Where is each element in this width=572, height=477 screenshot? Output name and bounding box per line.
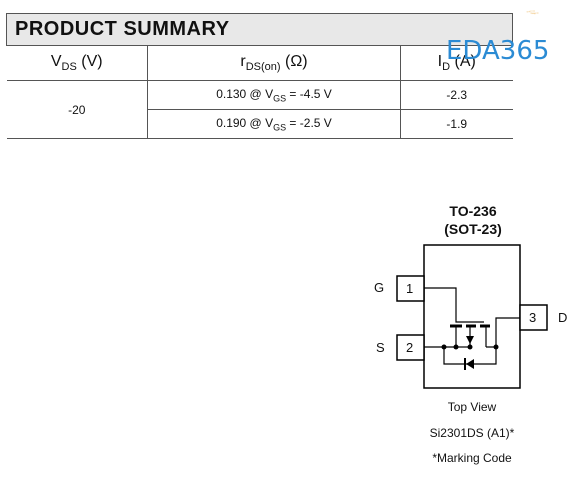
pin-3-number: 3: [529, 310, 537, 325]
header-id: ID (A): [399, 45, 513, 81]
marking-note: *Marking Code: [432, 451, 512, 465]
part-marking: Si2301DS (A1)*: [429, 426, 515, 440]
header-rds-on: rDS(on) (Ω): [147, 45, 401, 81]
id-value: -1.9: [399, 109, 513, 139]
product-summary-table: PRODUCT SUMMARY VDS (V) rDS(on) (Ω) ID (…: [5, 13, 514, 139]
watermark-text: EDA365: [446, 36, 550, 66]
package-name: TO-236: [449, 203, 497, 219]
package-title: TO-236 (SOT-23): [408, 202, 538, 238]
rds-value: 0.130 @ VGS = -4.5 V: [147, 80, 401, 110]
pin-1-pad: [396, 275, 425, 302]
package-alt-name: (SOT-23): [444, 221, 502, 237]
gate-label: G: [374, 280, 385, 295]
mosfet-symbol: [424, 287, 520, 365]
eda365-logo: [526, 10, 539, 15]
table-row: 0.190 @ VGS = -2.5 V -1.9: [7, 109, 513, 139]
view-label: Top View: [447, 400, 497, 414]
id-value: -2.3: [399, 80, 513, 110]
drain-label: D: [558, 310, 568, 325]
pin-1-number: 1: [406, 281, 414, 296]
source-label: S: [376, 340, 385, 355]
table-title: PRODUCT SUMMARY: [5, 13, 514, 46]
vds-value: -20: [6, 80, 148, 139]
pin-3-pad: [519, 304, 548, 331]
table-row: -20 0.130 @ VGS = -4.5 V -2.3: [6, 80, 513, 139]
rds-value: 0.190 @ VGS = -2.5 V: [147, 109, 401, 139]
pin-2-pad: [396, 334, 425, 361]
header-vds: VDS (V): [6, 45, 148, 81]
pin-2-number: 2: [406, 340, 414, 355]
